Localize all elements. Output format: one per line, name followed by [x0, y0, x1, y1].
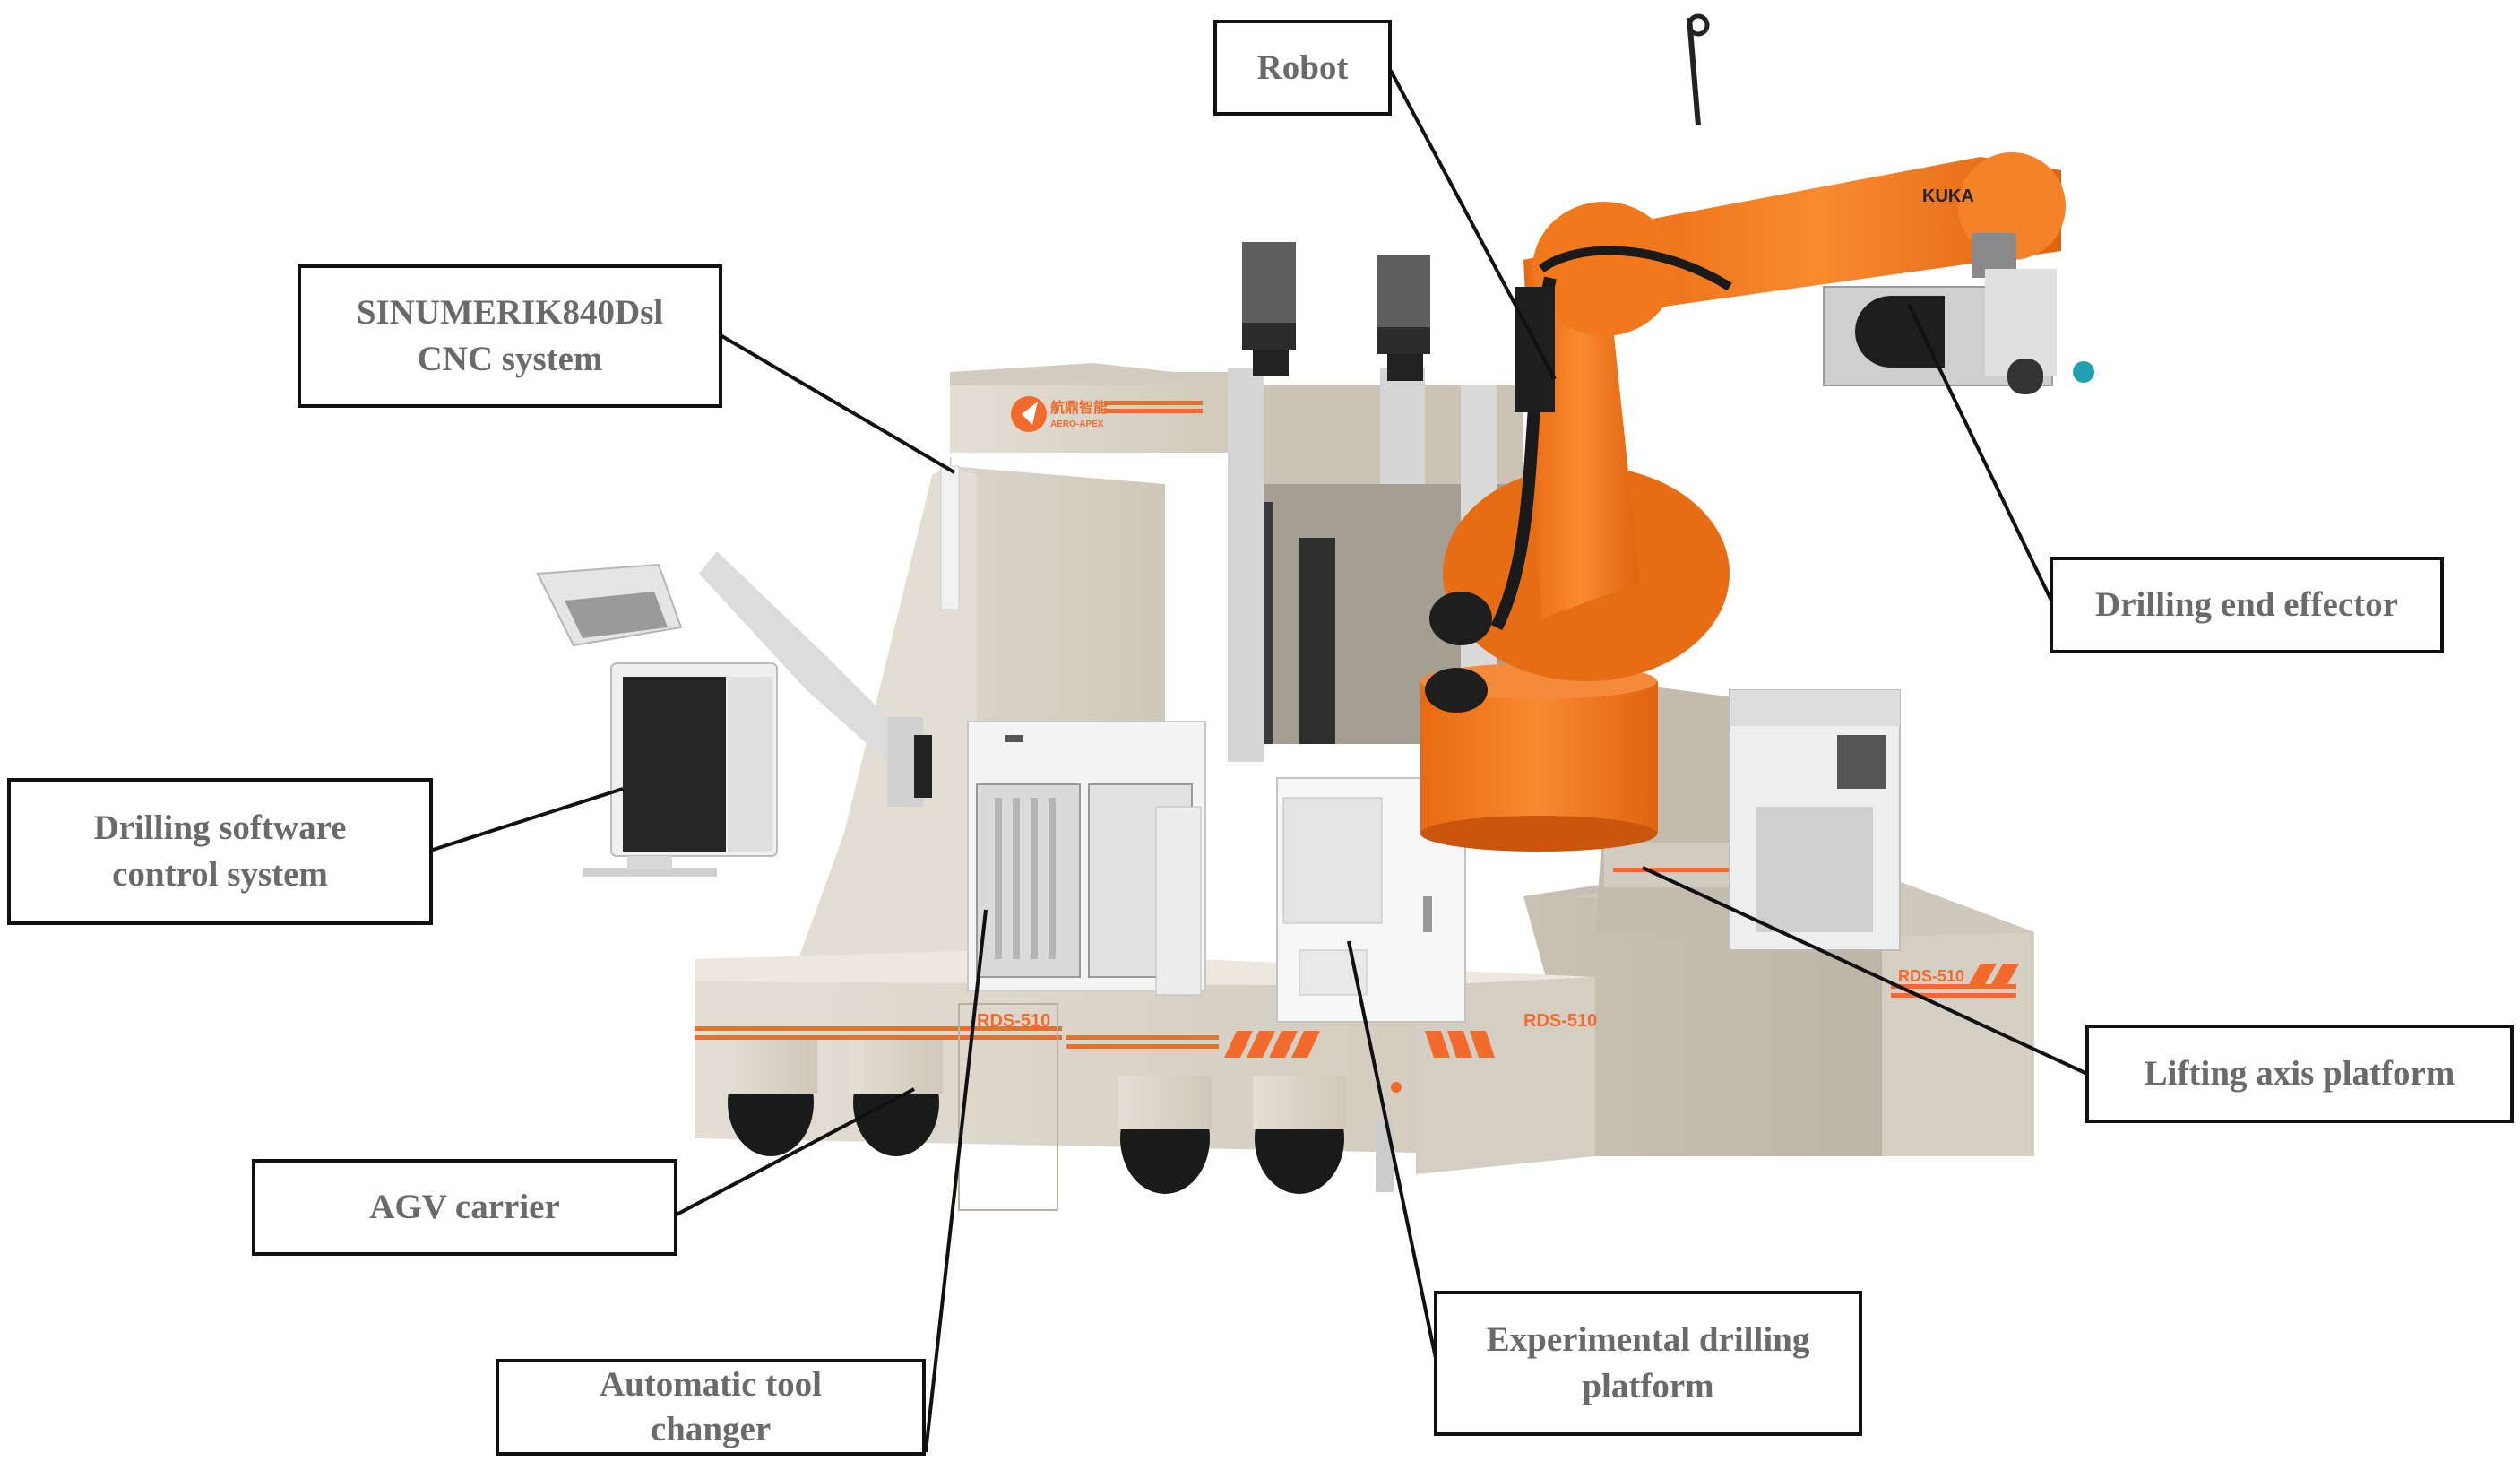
leader-tool-changer [924, 909, 988, 1453]
leader-exp-platform [1347, 940, 1438, 1363]
label-lifting-axis-platform: Lifting axis platform [2085, 1025, 2514, 1123]
model-decal-side: RDS-510 [1523, 1011, 1597, 1031]
company-name-cn: 航鼎智能 [1050, 399, 1108, 416]
label-automatic-tool-changer: Automatic tool changer [496, 1359, 926, 1456]
label-agv-carrier: AGV carrier [252, 1159, 677, 1256]
label-drilling-software-control: Drilling software control system [7, 778, 433, 925]
label-robot: Robot [1213, 20, 1392, 116]
tool-changer-cabinet [967, 721, 1206, 996]
label-experimental-drilling-platform: Experimental drilling platform [1434, 1291, 1862, 1436]
label-drilling-end-effector: Drilling end effector [2050, 557, 2444, 653]
drilling-software-monitor [536, 551, 932, 877]
leader-lifting [1642, 866, 2088, 1076]
company-name-en: AERO-APEX [1050, 419, 1104, 429]
leader-lines [429, 70, 2088, 1453]
leader-robot [1389, 70, 1557, 380]
leader-agv [676, 1087, 915, 1216]
kuka-brand-logo: KUKA [1922, 186, 1974, 206]
label-cnc-system: SINUMERIK840Dsl CNC system [298, 264, 722, 408]
kuka-robot: KUKA [1420, 13, 2066, 852]
leader-end-effector [1907, 304, 2054, 603]
model-decal-rear: RDS-510 [1898, 967, 1964, 985]
lifting-axis-platform: RDS-510 [1523, 681, 2034, 1156]
leader-software [429, 787, 624, 852]
leader-cnc [719, 333, 956, 474]
model-decal-front: RDS-510 [977, 1011, 1050, 1031]
